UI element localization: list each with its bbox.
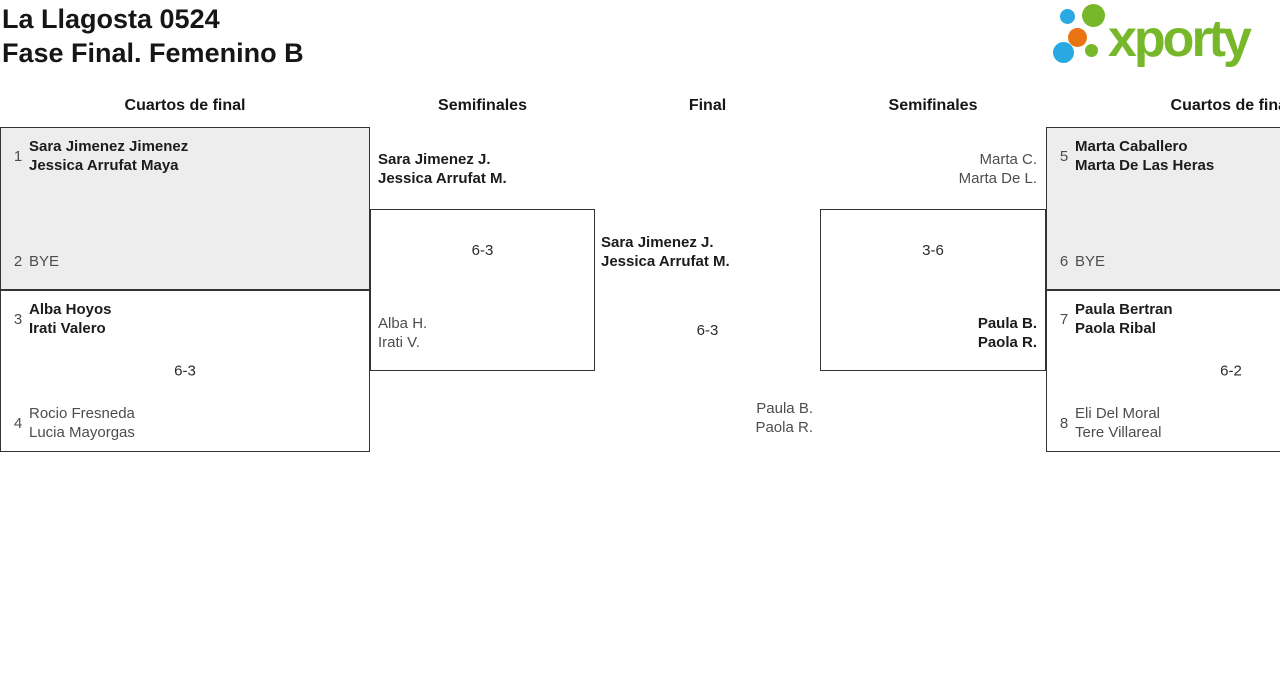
seed-number: 1 — [13, 147, 23, 165]
round-header-semis-right: Semifinales — [888, 97, 978, 114]
logo-dot-icon — [1053, 42, 1074, 63]
team-names: BYE — [29, 252, 60, 270]
seed-number: 3 — [13, 310, 23, 328]
loser-names: Marta C.Marta De L. — [958, 151, 1037, 187]
match-box-sf-left: Sara Jimenez J.Jessica Arrufat M. 6-3 Al… — [370, 151, 595, 371]
xporty-logo: xporty — [1048, 2, 1280, 76]
match-score: 3-6 — [922, 242, 944, 259]
match-score: 6-2 — [1220, 362, 1242, 380]
final-winner-names: Sara Jimenez J.Jessica Arrufat M. — [601, 234, 730, 270]
seed-number: 2 — [13, 252, 23, 270]
team-row: 2 BYE — [7, 242, 363, 280]
loser-names: Alba H.Irati V. — [378, 315, 428, 351]
final-loser-names: Paula B.Paola R. — [755, 400, 813, 436]
seed-number: 6 — [1059, 252, 1069, 270]
page-title: La Llagosta 0524 Fase Final. Femenino B — [2, 2, 304, 70]
team-row: 6 BYE — [1053, 242, 1280, 280]
match-score: 6-3 — [471, 242, 494, 259]
logo-dot-icon — [1068, 28, 1087, 47]
winner-names: Sara Jimenez J.Jessica Arrufat M. — [378, 151, 507, 187]
match-box-sf-right: Marta C.Marta De L. 3-6 Paula B.Paola R. — [820, 151, 1046, 371]
seed-number: 4 — [13, 414, 23, 432]
round-header-final: Final — [688, 97, 727, 114]
logo-dot-icon — [1060, 9, 1075, 24]
round-header-semis-left: Semifinales — [438, 97, 527, 114]
logo-dot-icon — [1082, 4, 1105, 27]
logo-wordmark: xporty — [1108, 10, 1252, 68]
seed-number: 5 — [1059, 147, 1069, 165]
team-names: BYE — [1075, 252, 1106, 270]
seed-number: 7 — [1059, 310, 1069, 328]
logo-dot-icon — [1085, 44, 1098, 57]
winner-names: Paula B.Paola R. — [977, 315, 1037, 351]
round-header-quarters-left: Cuartos de final — [124, 97, 246, 114]
final-score: 6-3 — [696, 322, 719, 339]
round-header-quarters-right: Cuartos de final — [1170, 97, 1280, 114]
seed-number: 8 — [1059, 414, 1069, 432]
phase-name: Fase Final. Femenino B — [2, 38, 304, 68]
tournament-name: La Llagosta 0524 — [2, 4, 220, 34]
match-score: 6-3 — [174, 362, 196, 380]
